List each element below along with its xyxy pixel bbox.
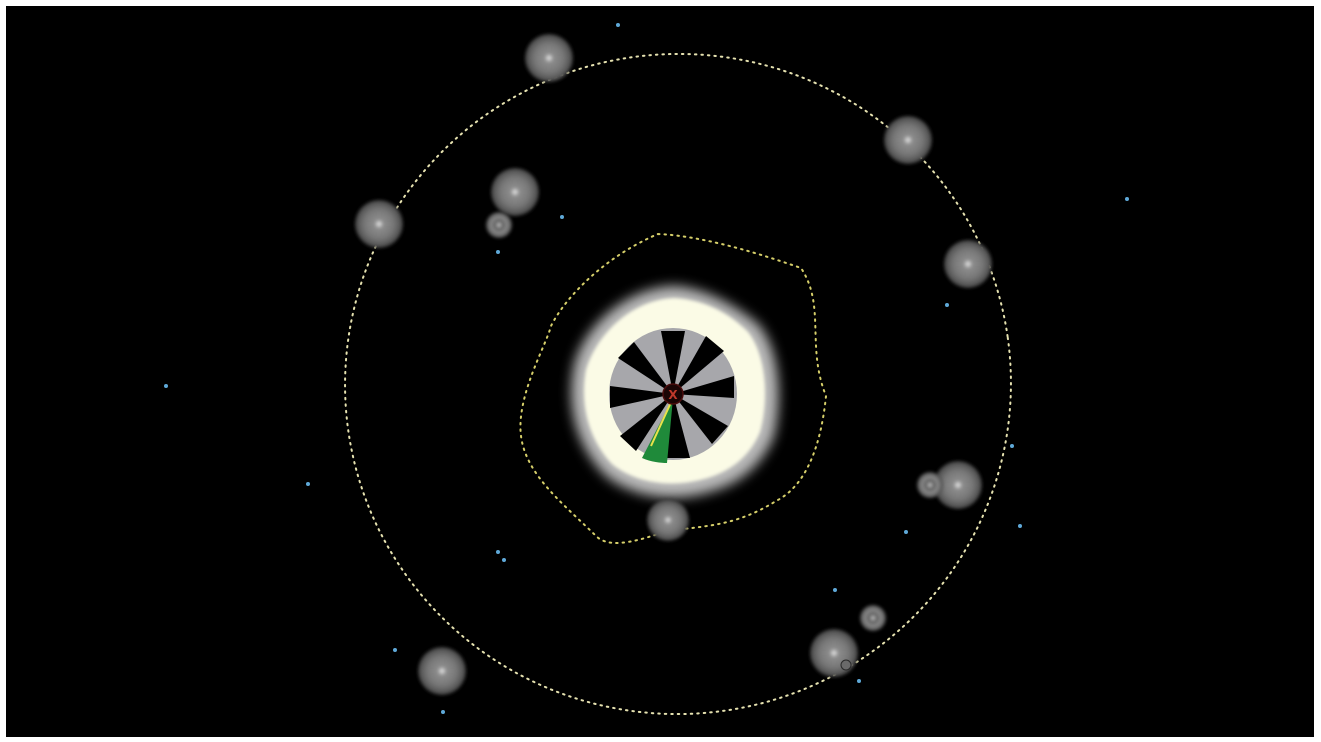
- star-field: [164, 23, 1129, 714]
- star-dot-icon: [616, 23, 620, 27]
- star-dot-icon: [164, 384, 168, 388]
- star-dot-icon: [1010, 444, 1014, 448]
- blurred-grey-orb-icon: [860, 605, 886, 631]
- small-moon-icon: [840, 659, 852, 671]
- sun-sweep-edge: [650, 397, 674, 447]
- blurred-grey-orb-icon: [418, 647, 466, 695]
- outer-orbit-path: [344, 52, 1012, 716]
- planet[interactable]: [418, 647, 466, 695]
- inner-orbit-path: [519, 232, 828, 544]
- blurred-grey-orb-icon: [647, 499, 689, 541]
- space-scene[interactable]: X: [6, 6, 1314, 737]
- planet[interactable]: [647, 499, 689, 541]
- sun-center-marker-label: X: [668, 388, 678, 402]
- central-sun[interactable]: X: [571, 286, 779, 498]
- moon[interactable]: [486, 212, 512, 238]
- star-dot-icon: [1018, 524, 1022, 528]
- star-dot-icon: [496, 250, 500, 254]
- star-dot-icon: [306, 482, 310, 486]
- blurred-grey-orb-icon: [944, 240, 992, 288]
- blurred-grey-orb-icon: [491, 168, 539, 216]
- blurred-grey-orb-icon: [884, 116, 932, 164]
- blurred-grey-orb-icon: [810, 629, 858, 677]
- planet[interactable]: [810, 629, 858, 677]
- star-dot-icon: [857, 679, 861, 683]
- star-dot-icon: [1125, 197, 1129, 201]
- blurred-grey-orb-icon: [486, 212, 512, 238]
- star-dot-icon: [945, 303, 949, 307]
- star-dot-icon: [833, 588, 837, 592]
- blurred-grey-orb-icon: [525, 34, 573, 82]
- moon[interactable]: [860, 605, 886, 631]
- game-viewport[interactable]: X: [6, 6, 1314, 737]
- moon[interactable]: [917, 472, 943, 498]
- planet-layer[interactable]: [355, 34, 992, 695]
- planet[interactable]: [491, 168, 539, 216]
- blurred-grey-orb-icon: [355, 200, 403, 248]
- planet[interactable]: [934, 461, 982, 509]
- star-dot-icon: [502, 558, 506, 562]
- planet[interactable]: [355, 200, 403, 248]
- star-dot-icon: [496, 550, 500, 554]
- planet[interactable]: [884, 116, 932, 164]
- blurred-grey-orb-icon: [934, 461, 982, 509]
- star-dot-icon: [904, 530, 908, 534]
- blurred-grey-orb-icon: [917, 472, 943, 498]
- star-dot-icon: [560, 215, 564, 219]
- sun-dial-spokes: [610, 331, 734, 458]
- star-dot-icon: [393, 648, 397, 652]
- sun-center-marker[interactable]: [662, 383, 684, 405]
- planet[interactable]: [944, 240, 992, 288]
- planet[interactable]: [525, 34, 573, 82]
- star-dot-icon: [441, 710, 445, 714]
